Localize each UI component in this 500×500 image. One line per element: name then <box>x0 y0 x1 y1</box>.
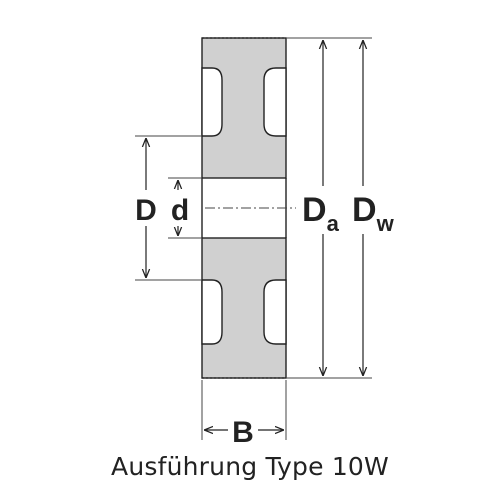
label-Dw: Dw <box>352 191 395 236</box>
label-Da-main: D <box>302 191 327 229</box>
label-D: D <box>135 194 157 227</box>
lower-flange-section <box>201 237 287 379</box>
label-Da: Da <box>302 191 340 236</box>
label-Dw-main: D <box>352 191 377 229</box>
figure-caption: Ausführung Type 10W <box>111 452 389 481</box>
label-d: d <box>171 194 189 227</box>
label-Dw-sub: w <box>376 211 395 236</box>
upper-flange-section <box>201 37 287 179</box>
label-Da-sub: a <box>327 211 340 236</box>
extension-lines <box>135 37 372 440</box>
label-B: B <box>232 416 254 449</box>
